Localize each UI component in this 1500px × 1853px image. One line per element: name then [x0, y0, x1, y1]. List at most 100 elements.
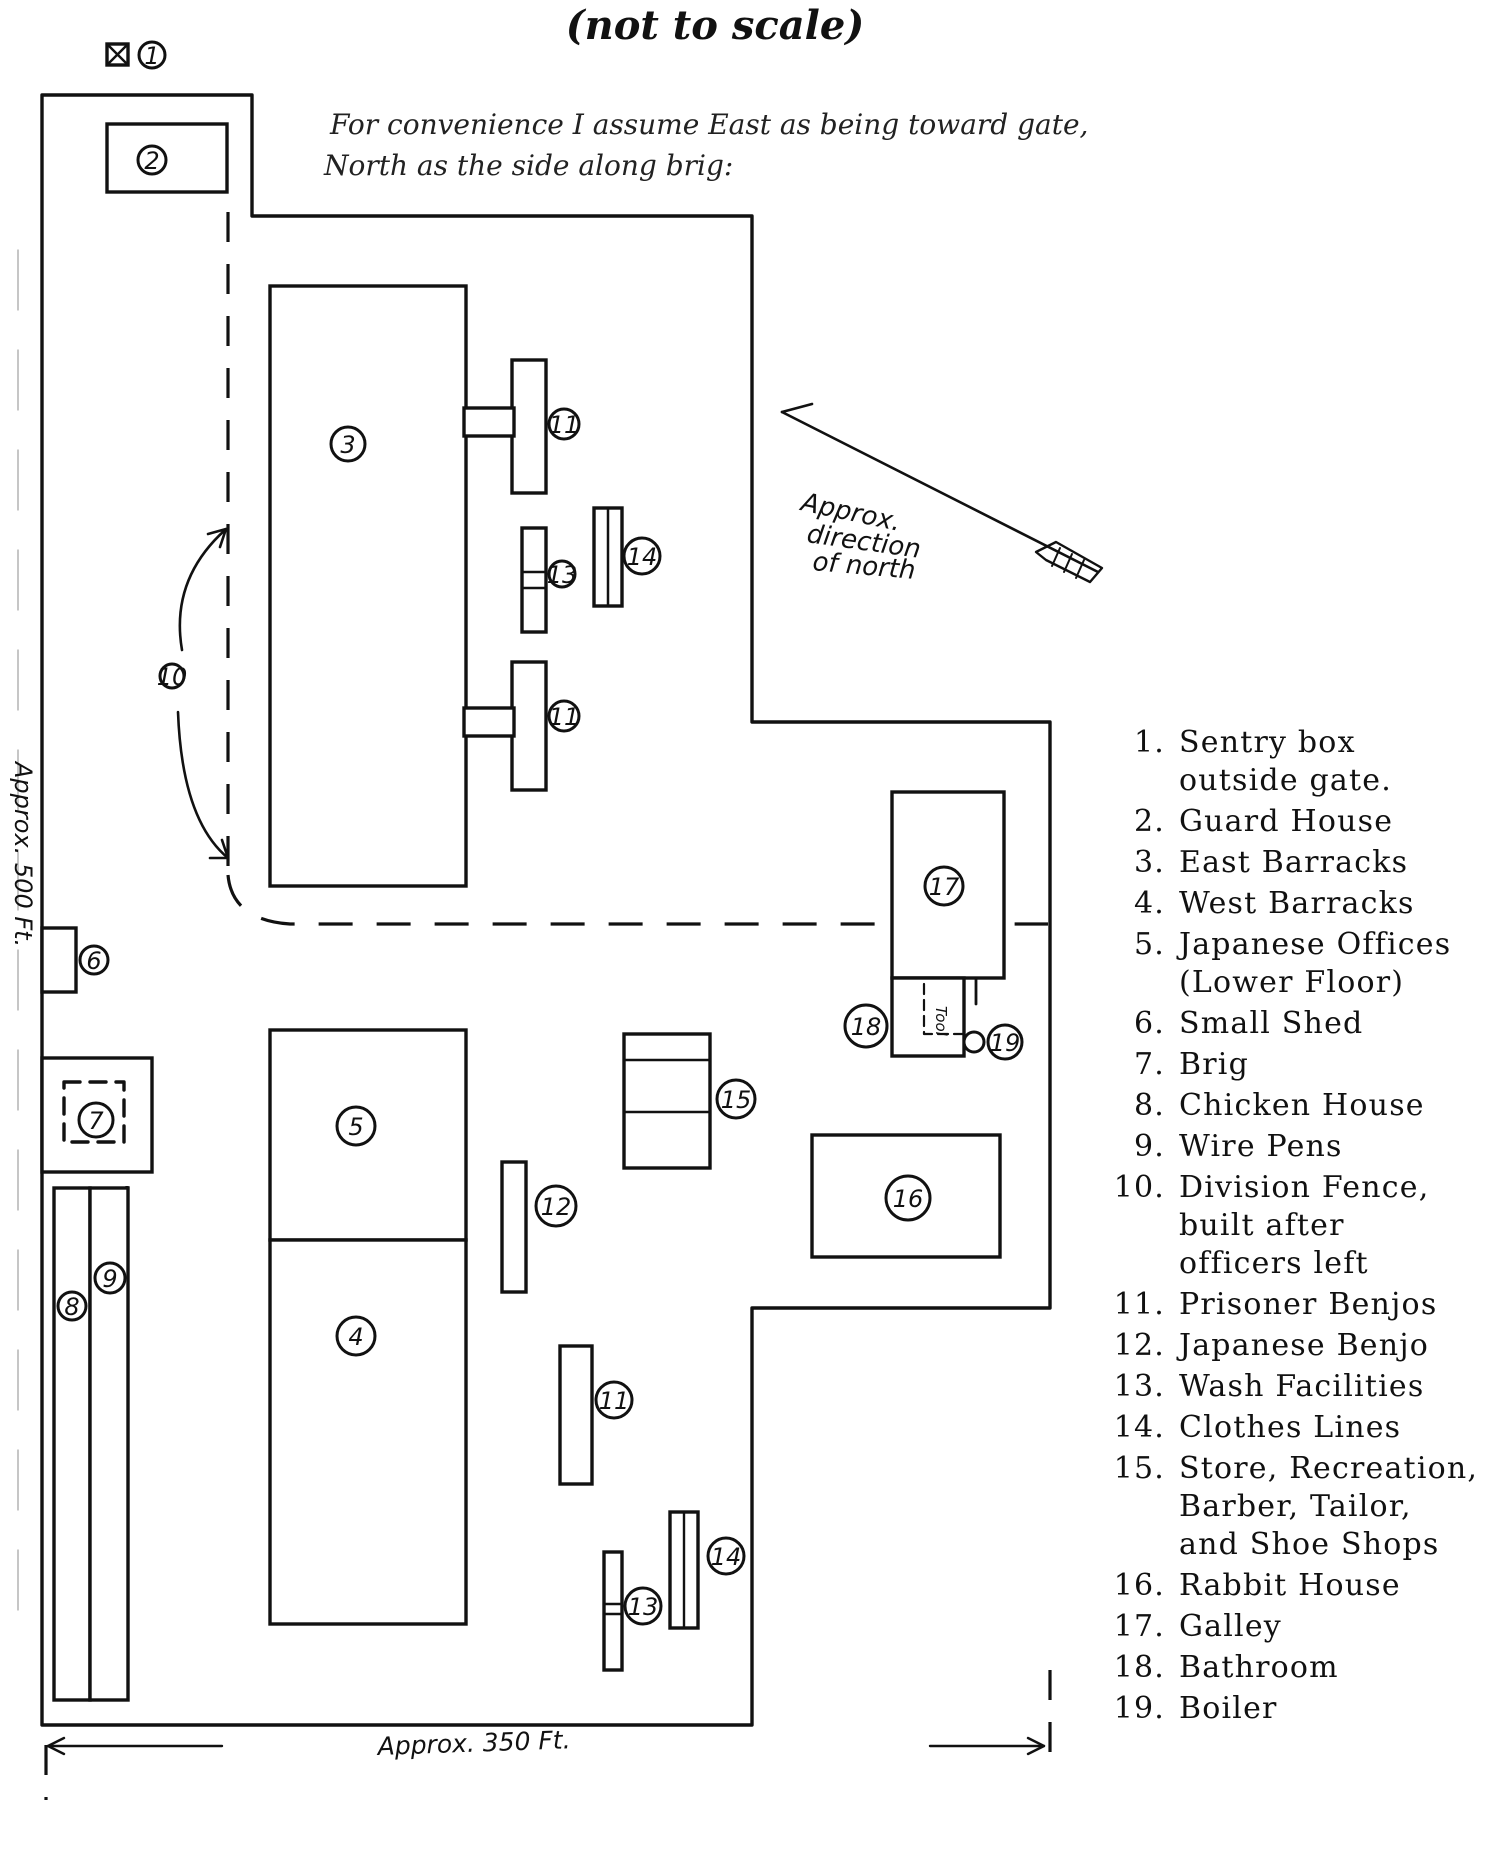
map-marker-3: 3 — [329, 425, 367, 463]
legend-item-label: Sentry box outside gate. — [1179, 725, 1392, 798]
north-arrow-label: Approx. direction of north — [797, 487, 923, 586]
legend-item-number: 12. — [1113, 1328, 1165, 1363]
legend-item-number: 7. — [1133, 1047, 1165, 1082]
legend-item-number: 18. — [1113, 1650, 1165, 1685]
benjo-connector-middle — [462, 706, 516, 738]
map-marker-17: 17 — [923, 865, 965, 907]
map-marker-11: 11 — [547, 407, 581, 441]
fence-arrow-up — [178, 528, 227, 652]
map-marker-7: 7 — [77, 1101, 115, 1139]
height-dimension: Approx. 500 Ft. — [9, 249, 37, 1651]
legend-item-label: Galley — [1179, 1609, 1282, 1644]
legend-item: 14.Clothes Lines — [1085, 1409, 1495, 1447]
legend-item-number: 2. — [1133, 804, 1165, 839]
legend-item-number: 6. — [1133, 1006, 1165, 1041]
bathroom — [890, 976, 966, 1058]
legend-item: 3.East Barracks — [1085, 844, 1495, 882]
map-marker-13: 13 — [547, 559, 577, 589]
map-marker-label: 1 — [144, 42, 159, 70]
legend-item-label: West Barracks — [1179, 886, 1415, 921]
map-marker-label: 9 — [102, 1265, 117, 1293]
legend-item-label: Chicken House — [1179, 1088, 1425, 1123]
brig-inner-cell — [62, 1080, 126, 1144]
orientation-note-line-1: For convenience I assume East as being t… — [330, 108, 1089, 141]
legend-item-label: Wire Pens — [1179, 1129, 1343, 1164]
legend-item-number: 4. — [1133, 886, 1165, 921]
map-marker-label: 13 — [628, 1593, 659, 1621]
legend-item: 12.Japanese Benjo — [1085, 1327, 1495, 1365]
legend-item-number: 1. — [1133, 725, 1165, 760]
west-barracks — [268, 1238, 468, 1626]
legend-item: 13.Wash Facilities — [1085, 1368, 1495, 1406]
legend-item-label: Japanese Offices (Lower Floor) — [1179, 927, 1452, 1000]
map-marker-9: 9 — [93, 1261, 127, 1295]
legend-item-number: 17. — [1113, 1609, 1165, 1644]
fence-arrow-down — [176, 710, 230, 860]
orientation-note: For convenience I assume East as being t… — [324, 104, 1230, 186]
map-marker-label: 18 — [851, 1013, 882, 1041]
map-marker-label: 10 — [157, 663, 188, 691]
legend-item: 9.Wire Pens — [1085, 1128, 1495, 1166]
height-dimension-label: Approx. 500 Ft. — [9, 760, 37, 947]
map-marker-label: 16 — [893, 1185, 924, 1213]
map-marker-label: 15 — [721, 1086, 752, 1114]
legend-item: 18. Bathroom — [1085, 1649, 1495, 1687]
legend-item-label: Brig — [1179, 1047, 1249, 1082]
legend-item: 8. Chicken House — [1085, 1087, 1495, 1125]
division-fence-corner — [226, 874, 1048, 926]
small-shed — [40, 926, 78, 994]
map-marker-label: 3 — [340, 431, 355, 459]
prisoner-benjo-south — [558, 1344, 594, 1486]
map-marker-label: 19 — [990, 1029, 1021, 1057]
legend: 1. Sentry box outside gate. 2. Guard House 3… — [1085, 724, 1495, 1731]
map-marker-14: 14 — [706, 1536, 746, 1576]
store-building — [622, 1032, 712, 1170]
map-marker-14: 14 — [622, 536, 662, 576]
map-marker-19: 19 — [986, 1023, 1024, 1061]
map-marker-label: 11 — [549, 703, 580, 731]
map-marker-8: 8 — [56, 1290, 88, 1322]
map-marker-label: 17 — [929, 873, 960, 901]
legend-item-label: Bathroom — [1179, 1650, 1339, 1685]
legend-item: 11.Prisoner Benjos — [1085, 1286, 1495, 1324]
legend-item: 2. Guard House — [1085, 803, 1495, 841]
legend-item: 10.Division Fence, built after officers … — [1085, 1169, 1495, 1283]
chicken-house — [52, 1186, 92, 1702]
legend-item-number: 3. — [1133, 845, 1165, 880]
orientation-note-line-2: North as the side along brig: — [324, 149, 734, 182]
legend-item: 16.Rabbit House — [1085, 1567, 1495, 1605]
sentry-box — [105, 42, 130, 67]
map-marker-label: 6 — [86, 947, 101, 975]
map-marker-18: 18 — [843, 1003, 889, 1049]
map-marker-5: 5 — [335, 1105, 377, 1147]
legend-item-label: Boiler — [1179, 1691, 1278, 1726]
prisoner-benjo-middle — [510, 660, 548, 792]
map-marker-label: 5 — [348, 1113, 363, 1141]
legend-item-number: 8. — [1133, 1088, 1165, 1123]
map-marker-11: 11 — [594, 1380, 634, 1420]
map-marker-11: 11 — [547, 699, 581, 733]
width-dimension: Approx. 350 Ft. — [46, 1725, 1046, 1761]
legend-item-label: Guard House — [1179, 804, 1394, 839]
legend-item-number: 19. — [1113, 1691, 1165, 1726]
map-marker-label: 8 — [64, 1293, 79, 1321]
legend-item-number: 11. — [1113, 1287, 1165, 1322]
prisoner-benjo-north — [510, 358, 548, 495]
page-title: (not to scale) — [565, 2, 865, 49]
map-marker-16: 16 — [884, 1174, 932, 1222]
width-dimension-label: Approx. 350 Ft. — [375, 1725, 571, 1761]
legend-item-label: Division Fence, built after officers lef… — [1179, 1170, 1430, 1281]
east-barracks — [268, 284, 468, 888]
legend-item: 15.Store, Recreation, Barber, Tailor, an… — [1085, 1450, 1495, 1564]
tool-room-label: Tool — [932, 1006, 950, 1037]
map-marker-label: 14 — [627, 543, 658, 571]
legend-item: 1. Sentry box outside gate. — [1085, 724, 1495, 800]
boiler — [962, 1030, 986, 1054]
map-marker-label: 11 — [549, 411, 580, 439]
map-marker-10: 10 — [157, 662, 188, 691]
legend-item: 19. Boiler — [1085, 1690, 1495, 1728]
legend-item-number: 16. — [1113, 1568, 1165, 1603]
legend-item: 17. Galley — [1085, 1608, 1495, 1646]
map-marker-label: 4 — [348, 1323, 363, 1351]
